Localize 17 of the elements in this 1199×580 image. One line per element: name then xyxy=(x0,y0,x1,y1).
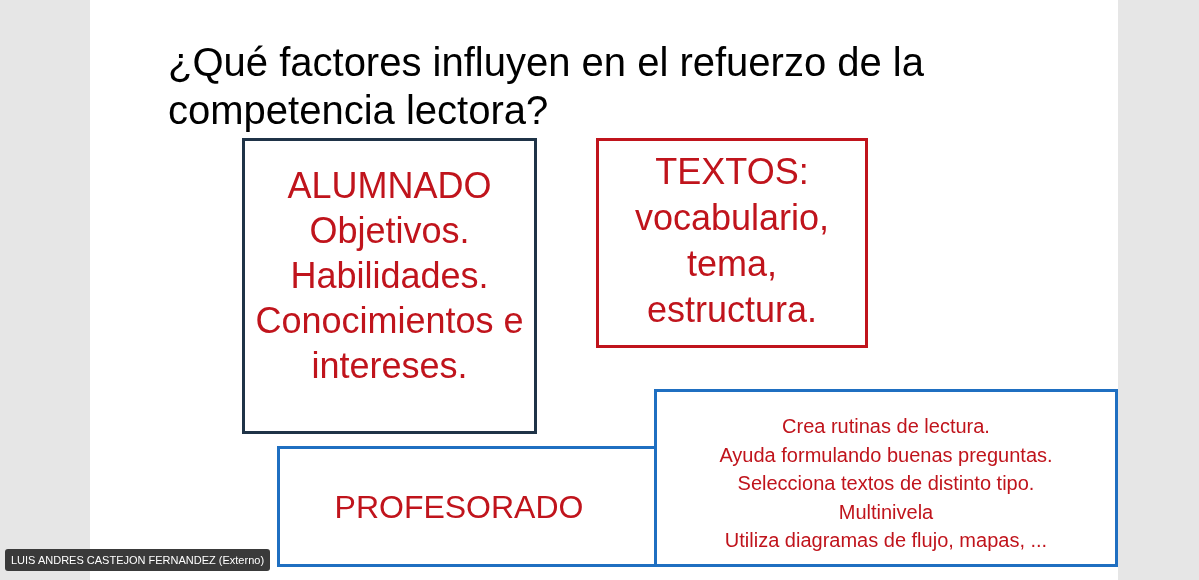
text-box xyxy=(654,389,1118,567)
title: ¿Qué factores influyen en el refuerzo de la competencia lectora? xyxy=(168,39,925,134)
box-text: vocabulario, tema, estructura. xyxy=(633,196,831,332)
participant-name-tag: LUIS ANDRES CASTEJON FERNANDEZ (Externo) xyxy=(5,549,271,571)
box-text: Selecciona textos de distinto tipo. xyxy=(737,471,1035,496)
box-text: Objetivos. xyxy=(309,209,470,253)
box-text: ALUMNADO xyxy=(287,164,492,208)
box-text: Conocimientos e intereses. xyxy=(254,299,525,388)
box-text: Habilidades. xyxy=(290,254,489,298)
box-text: Ayuda formulando buenas preguntas. xyxy=(719,442,1053,468)
box-text: Crea rutinas de lectura. xyxy=(782,414,990,439)
box-text: TEXTOS: xyxy=(655,150,809,194)
box-text: Multinivela xyxy=(838,499,934,525)
box-text: Utiliza diagramas de flujo, mapas, ... xyxy=(724,528,1048,553)
text-box xyxy=(596,138,868,348)
box-text: PROFESORADO xyxy=(334,487,584,527)
text-box xyxy=(242,138,537,434)
